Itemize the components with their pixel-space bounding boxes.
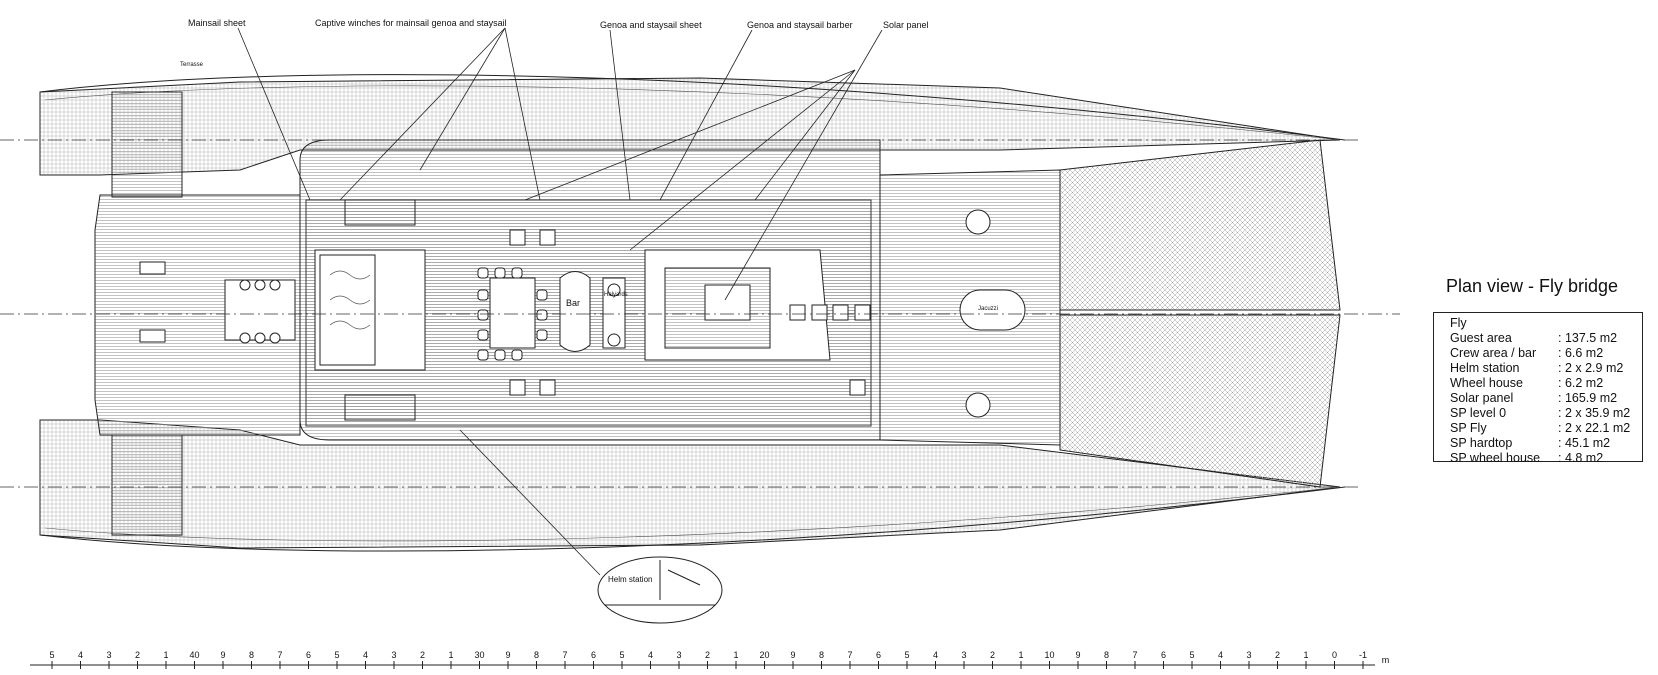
legend-key: SP wheel house bbox=[1450, 451, 1541, 465]
legend-value: : 2 x 2.9 m2 bbox=[1558, 361, 1624, 375]
scale-tick-label: 1 bbox=[163, 650, 169, 660]
scale-tick-label: 8 bbox=[248, 650, 255, 660]
callout-terrasse: Terrasse bbox=[180, 62, 204, 68]
scale-unit: m bbox=[1381, 655, 1390, 665]
scale-tick-label: 8 bbox=[1103, 650, 1110, 660]
leader-lines bbox=[237, 27, 883, 576]
legend-value: : 2 x 35.9 m2 bbox=[1558, 406, 1631, 420]
forward-deck bbox=[879, 139, 1341, 488]
scale-tick-label: 4 bbox=[647, 650, 654, 660]
aft-deck bbox=[94, 91, 301, 536]
legend-row: Wheel house : 6.2 m2 bbox=[1450, 376, 1642, 391]
axes bbox=[0, 139, 1400, 488]
legend-row: Helm station : 2 x 2.9 m2 bbox=[1450, 361, 1642, 376]
scale-tick-label: 3 bbox=[961, 650, 967, 660]
scale-tick-label: 9 bbox=[505, 650, 511, 660]
scale-tick-label: 6 bbox=[590, 650, 597, 660]
legend-row: SP Fly : 2 x 22.1 m2 bbox=[1450, 421, 1642, 436]
scale-tick-label: 4 bbox=[1217, 650, 1224, 660]
scale-tick-label: 5 bbox=[49, 650, 55, 660]
scale-tick-label: 5 bbox=[334, 650, 340, 660]
scale-tick-label: 1 bbox=[1303, 650, 1309, 660]
scale-tick-label: 9 bbox=[790, 650, 796, 660]
scale-tick-label: 4 bbox=[77, 650, 84, 660]
legend-value: : 137.5 m2 bbox=[1558, 331, 1618, 345]
legend-row: Solar panel : 165.9 m2 bbox=[1450, 391, 1642, 406]
scale-tick-label: 7 bbox=[847, 650, 853, 660]
callout-bar: Bar bbox=[566, 298, 581, 308]
scale-tick-label: 3 bbox=[106, 650, 112, 660]
callout-genoa-staysail-sheet: Genoa and staysail sheet bbox=[600, 20, 702, 30]
scale-tick-label: 40 bbox=[189, 650, 200, 660]
legend-key: Helm station bbox=[1450, 361, 1520, 375]
scale-tick-label: -1 bbox=[1358, 650, 1368, 660]
callout-genoa-staysail-barber: Genoa and staysail barber bbox=[747, 20, 853, 30]
scale-tick-label: 0 bbox=[1331, 650, 1338, 660]
legend-value: : 4.8 m2 bbox=[1558, 451, 1604, 465]
scale-tick-label: 1 bbox=[733, 650, 739, 660]
scale-tick-label: 6 bbox=[305, 650, 312, 660]
callout-captive-winches: Captive winches for mainsail genoa and s… bbox=[315, 18, 507, 28]
scale-tick-label: 30 bbox=[474, 650, 485, 660]
legend-key: SP Fly bbox=[1450, 421, 1487, 435]
scale-tick-label: 2 bbox=[1274, 650, 1281, 660]
legend-key: Guest area bbox=[1450, 331, 1512, 345]
scale-tick-label: 8 bbox=[818, 650, 825, 660]
fly-bridge-deck bbox=[299, 139, 881, 441]
scale-tick-label: 3 bbox=[1246, 650, 1252, 660]
scale-tick-label: 5 bbox=[619, 650, 625, 660]
callout-helm-station: Helm station bbox=[608, 575, 653, 584]
legend-key: SP hardtop bbox=[1450, 436, 1513, 450]
callout-mainsail-sheet: Mainsail sheet bbox=[188, 18, 246, 28]
callout-halyards: Halyards bbox=[604, 292, 628, 298]
scale-tick-label: 5 bbox=[904, 650, 910, 660]
scale-tick-label: 3 bbox=[676, 650, 682, 660]
scale-tick-label: 6 bbox=[875, 650, 882, 660]
scale-tick-label: 8 bbox=[533, 650, 540, 660]
scale-tick-label: 2 bbox=[419, 650, 426, 660]
scale-tick-label: 9 bbox=[1075, 650, 1081, 660]
scale-tick-label: 2 bbox=[989, 650, 996, 660]
scale-tick-label: 10 bbox=[1044, 650, 1055, 660]
scale-tick-label: 7 bbox=[277, 650, 283, 660]
scale-tick-label: 1 bbox=[1018, 650, 1024, 660]
scale-tick-label: 4 bbox=[932, 650, 939, 660]
legend-key: Crew area / bar bbox=[1450, 346, 1537, 360]
legend-key: SP level 0 bbox=[1450, 406, 1507, 420]
legend-key: Wheel house bbox=[1450, 376, 1523, 390]
scale-tick-label: 7 bbox=[1132, 650, 1138, 660]
legend-value: : 6.2 m2 bbox=[1558, 376, 1604, 390]
legend-rows: Guest area : 137.5 m2 Crew area / bar : 6.6… bbox=[1450, 331, 1642, 466]
scale-tick-label: 20 bbox=[759, 650, 770, 660]
legend-table: Fly Guest area : 137.5 m2 Crew area / bar:… bbox=[1433, 312, 1643, 465]
scale-tick-label: 6 bbox=[1160, 650, 1167, 660]
legend-row: SP wheel house : 4.8 m2 bbox=[1450, 451, 1642, 466]
scale-tick-label: 1 bbox=[448, 650, 454, 660]
legend-row: Crew area / bar : 6.6 m2 bbox=[1450, 346, 1642, 361]
legend-value: : 2 x 22.1 m2 bbox=[1558, 421, 1631, 435]
legend-row: SP level 0 : 2 x 35.9 m2 bbox=[1450, 406, 1642, 421]
scale-tick-label: 2 bbox=[704, 650, 711, 660]
legend-title: Plan view - Fly bridge bbox=[1446, 276, 1619, 296]
scale-tick-label: 3 bbox=[391, 650, 397, 660]
scale-tick-label: 4 bbox=[362, 650, 369, 660]
helm-station-detail bbox=[597, 556, 723, 624]
legend-value: : 45.1 m2 bbox=[1558, 436, 1611, 450]
legend-row: SP hardtop : 45.1 m2 bbox=[1450, 436, 1642, 451]
legend-value: : 165.9 m2 bbox=[1558, 391, 1618, 405]
scale-tick-label: 7 bbox=[562, 650, 568, 660]
legend-key: Solar panel bbox=[1450, 391, 1514, 405]
callout-solar-panel: Solar panel bbox=[883, 20, 929, 30]
scale-tick-label: 2 bbox=[134, 650, 141, 660]
legend-row: Guest area : 137.5 m2 bbox=[1450, 331, 1642, 346]
callout-jacuzzi: Jacuzzi bbox=[978, 306, 999, 312]
legend-value: : 6.6 m2 bbox=[1558, 346, 1604, 360]
scale-tick-label: 9 bbox=[220, 650, 226, 660]
scale-tick-label: 5 bbox=[1189, 650, 1195, 660]
legend-heading: Fly bbox=[1450, 316, 1467, 330]
